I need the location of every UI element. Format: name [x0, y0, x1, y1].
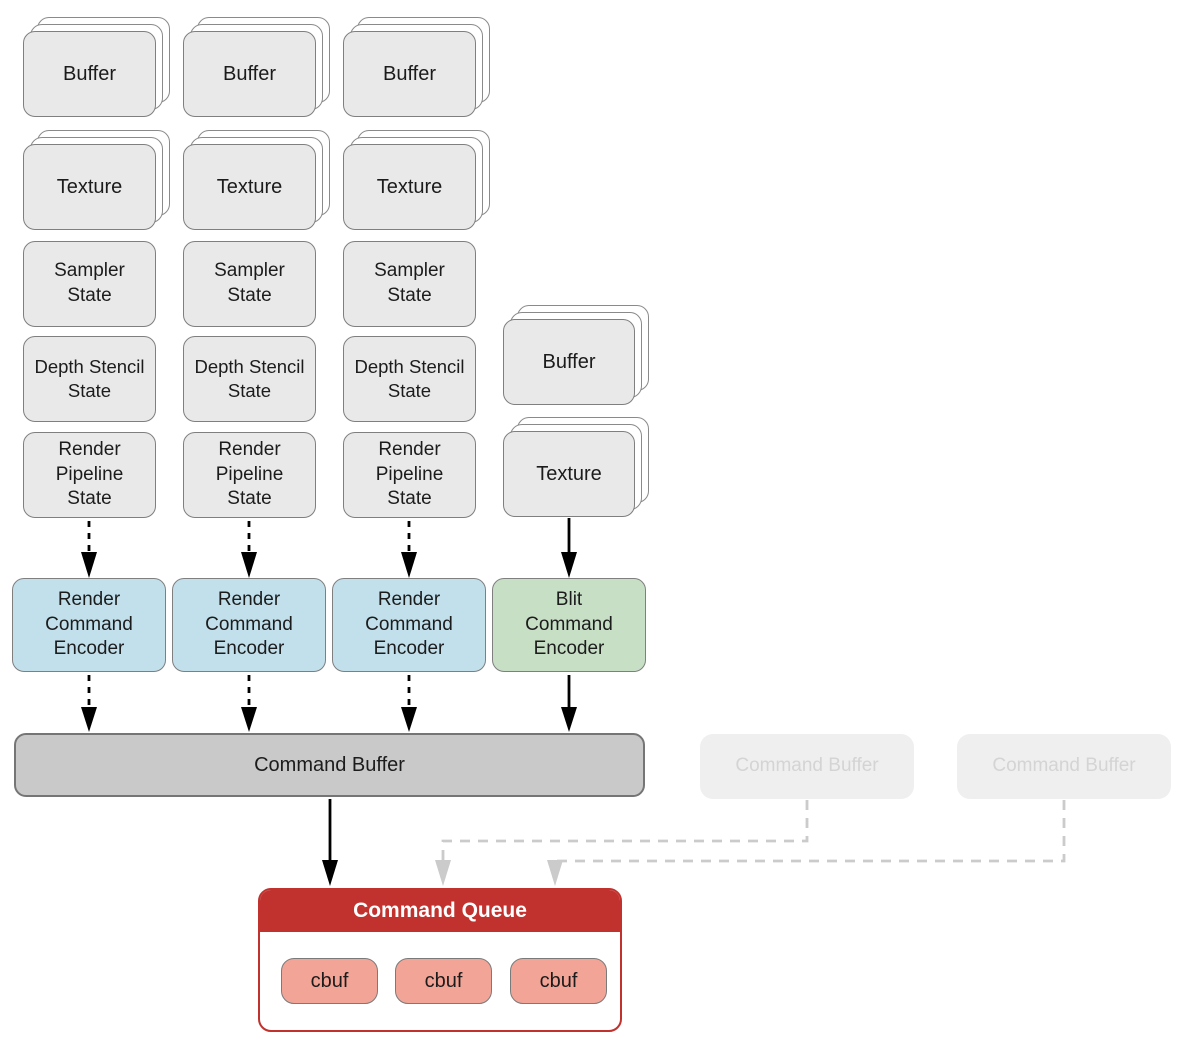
buffer-card: Buffer	[503, 319, 635, 405]
render-pipeline-state-label: Render Pipeline State	[375, 438, 444, 510]
texture-stack-col1: Texture	[23, 130, 170, 230]
depth-stencil-state-label: Depth Stencil State	[194, 355, 305, 401]
command-buffer-label: Command Buffer	[254, 754, 405, 776]
texture-label: Texture	[56, 176, 123, 198]
cbuf-label: cbuf	[310, 969, 349, 992]
texture-card: Texture	[183, 144, 316, 230]
sampler-state-label: Sampler State	[54, 260, 125, 306]
render-pipeline-state-card-col3: Render Pipeline State	[343, 432, 476, 518]
pending-command-buffer-2: Command Buffer	[957, 734, 1171, 799]
render-pipeline-state-card-col2: Render Pipeline State	[183, 432, 316, 518]
cbuf-item-3: cbuf	[510, 958, 607, 1004]
buffer-label: Buffer	[63, 63, 116, 85]
arrow-encoder2-to-command-buffer	[241, 675, 257, 732]
sampler-state-label: Sampler State	[214, 260, 285, 306]
command-queue-body: cbuf cbuf cbuf	[260, 932, 620, 1030]
buffer-stack-col3: Buffer	[343, 17, 490, 117]
sampler-state-label: Sampler State	[374, 260, 445, 306]
arrow-pipeline-to-encoder-3	[401, 521, 417, 578]
render-command-encoder-label: Render Command Encoder	[365, 588, 453, 660]
arrow-texture-to-blit-encoder	[561, 518, 577, 578]
buffer-label: Buffer	[223, 63, 276, 85]
render-command-encoder-3: Render Command Encoder	[332, 578, 486, 672]
texture-stack-col3: Texture	[343, 130, 490, 230]
command-buffer-bar: Command Buffer	[14, 733, 645, 797]
arrow-encoder3-to-command-buffer	[401, 675, 417, 732]
arrow-pending-buffer2-to-queue	[547, 800, 1066, 886]
blit-command-encoder: Blit Command Encoder	[492, 578, 646, 672]
arrow-pipeline-to-encoder-1	[81, 521, 97, 578]
arrow-pending-buffer1-to-queue	[435, 800, 809, 886]
texture-card: Texture	[503, 431, 635, 517]
arrow-pipeline-to-encoder-2	[241, 521, 257, 578]
render-pipeline-state-label: Render Pipeline State	[55, 438, 124, 510]
render-pipeline-state-card-col1: Render Pipeline State	[23, 432, 156, 518]
texture-card: Texture	[23, 144, 156, 230]
cbuf-item-1: cbuf	[281, 958, 378, 1004]
command-queue-header: Command Queue	[260, 890, 620, 932]
sampler-state-card-col1: Sampler State	[23, 241, 156, 327]
texture-label: Texture	[376, 176, 443, 198]
texture-stack-col2: Texture	[183, 130, 330, 230]
texture-label: Texture	[216, 176, 283, 198]
buffer-stack-col1: Buffer	[23, 17, 170, 117]
pending-command-buffer-label: Command Buffer	[992, 755, 1136, 777]
sampler-state-card-col2: Sampler State	[183, 241, 316, 327]
command-queue-title: Command Queue	[353, 899, 527, 922]
render-command-encoder-label: Render Command Encoder	[205, 588, 293, 660]
pending-command-buffer-1: Command Buffer	[700, 734, 914, 799]
depth-stencil-state-card-col1: Depth Stencil State	[23, 336, 156, 422]
render-command-encoder-1: Render Command Encoder	[12, 578, 166, 672]
arrow-encoder1-to-command-buffer	[81, 675, 97, 732]
cbuf-item-2: cbuf	[395, 958, 492, 1004]
texture-label: Texture	[536, 463, 602, 485]
cbuf-label: cbuf	[424, 969, 463, 992]
depth-stencil-state-card-col3: Depth Stencil State	[343, 336, 476, 422]
buffer-label: Buffer	[542, 351, 596, 373]
buffer-card: Buffer	[23, 31, 156, 117]
cbuf-label: cbuf	[539, 969, 578, 992]
buffer-card: Buffer	[183, 31, 316, 117]
buffer-label: Buffer	[383, 63, 436, 85]
buffer-stack-col2: Buffer	[183, 17, 330, 117]
buffer-stack-col4: Buffer	[503, 305, 649, 405]
depth-stencil-state-card-col2: Depth Stencil State	[183, 336, 316, 422]
sampler-state-card-col3: Sampler State	[343, 241, 476, 327]
render-pipeline-state-label: Render Pipeline State	[215, 438, 284, 510]
buffer-card: Buffer	[343, 31, 476, 117]
command-queue-panel: Command Queue cbuf cbuf cbuf	[258, 888, 622, 1032]
render-command-encoder-2: Render Command Encoder	[172, 578, 326, 672]
depth-stencil-state-label: Depth Stencil State	[354, 355, 465, 401]
arrow-command-buffer-to-queue	[322, 799, 338, 886]
arrow-blit-to-command-buffer	[561, 675, 577, 732]
pending-command-buffer-label: Command Buffer	[735, 755, 879, 777]
texture-card: Texture	[343, 144, 476, 230]
blit-command-encoder-label: Blit Command Encoder	[525, 588, 613, 660]
render-command-encoder-label: Render Command Encoder	[45, 588, 133, 660]
texture-stack-col4: Texture	[503, 417, 649, 517]
depth-stencil-state-label: Depth Stencil State	[34, 355, 145, 401]
